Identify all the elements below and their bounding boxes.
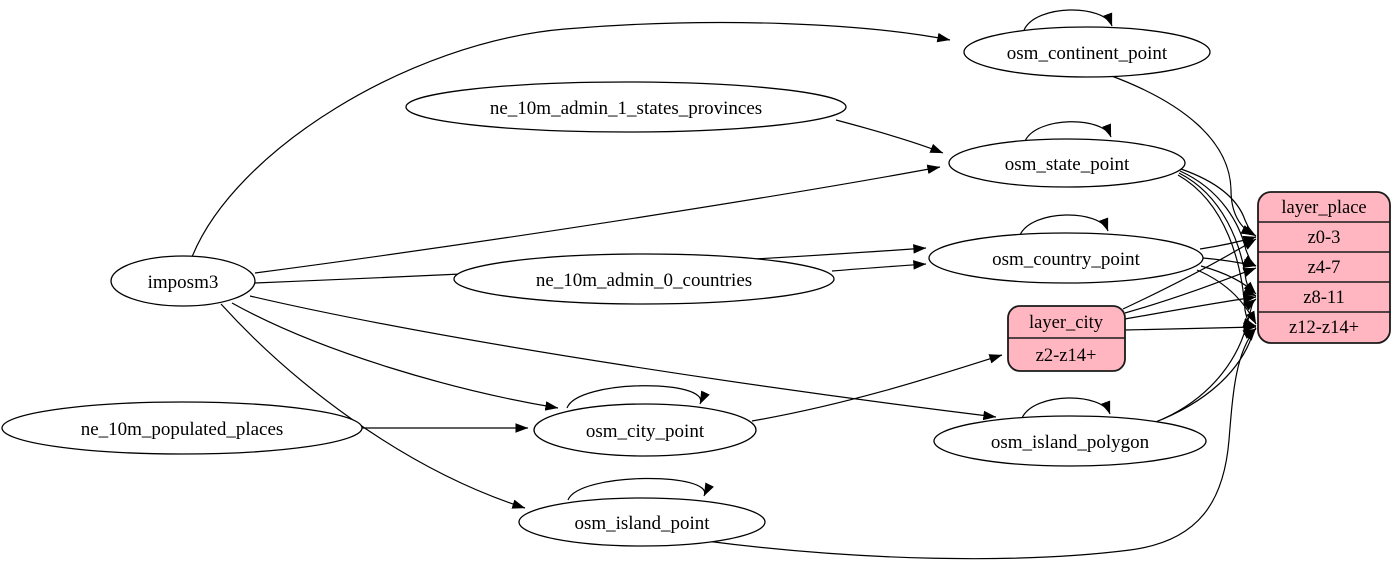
record-layer_place-row-z12-z14: z12-z14+ <box>1289 318 1359 338</box>
edge-imposm3-osm_continent_point <box>191 21 951 258</box>
edge-selfloop-osm_country_point <box>1019 214 1109 236</box>
node-osm_island_polygon-label: osm_island_polygon <box>991 432 1150 453</box>
edge-layer_city-layer_place-z0-3 <box>1122 238 1257 310</box>
node-osm_city_point-label: osm_city_point <box>586 421 705 442</box>
edge-layer_city-layer_place-z12-z14 <box>1124 322 1257 333</box>
edge-osm_island_point-layer_place-z12-z14 <box>705 327 1257 560</box>
record-layer_city: layer_city z2-z14+ <box>1007 305 1126 372</box>
edge-selfloop-osm_island_point <box>567 477 714 501</box>
node-osm_city_point: osm_city_point <box>533 403 757 457</box>
node-ne_10m_populated_places-shape <box>1 401 363 455</box>
node-osm_city_point-shape <box>533 403 757 457</box>
record-layer_place-row-z4-7: z4-7 <box>1308 258 1341 278</box>
record-layer_place-row-z0-3: z0-3 <box>1308 228 1341 248</box>
edge-osm_country_point-layer_place-z0-3 <box>1199 235 1257 250</box>
edge-imposm3-osm_island_polygon <box>249 295 997 421</box>
node-osm_continent_point: osm_continent_point <box>963 26 1211 78</box>
node-imposm3-label: imposm3 <box>148 272 219 293</box>
node-imposm3: imposm3 <box>110 255 256 307</box>
edge-osm_city_point-layer_city-z2 <box>751 354 1003 422</box>
node-osm_country_point-label: osm_country_point <box>992 249 1140 270</box>
node-osm_island_polygon-shape <box>933 415 1207 467</box>
edge-imposm3-osm_state_point <box>254 164 941 274</box>
edge-osm_country_point-layer_place-z8-11 <box>1200 265 1257 295</box>
node-osm_state_point-label: osm_state_point <box>1005 154 1130 175</box>
record-layer_place-box <box>1257 191 1391 344</box>
record-layer_place-row-z8-11: z8-11 <box>1303 288 1344 308</box>
edge-layer_city-layer_place-z8-11 <box>1124 293 1257 320</box>
node-osm_continent_point-shape <box>963 26 1211 78</box>
edge-osm_state_point-layer_place-z8-11 <box>1178 172 1257 297</box>
edge-osm_country_point-layer_place-z12-z14 <box>1196 269 1257 325</box>
node-osm_continent_point-label: osm_continent_point <box>1007 43 1168 64</box>
node-ne_10m_admin_1_states_provinces-label: ne_10m_admin_1_states_provinces <box>490 98 762 119</box>
node-osm_island_point-shape <box>518 497 766 547</box>
node-osm_state_point-shape <box>948 138 1186 188</box>
edge-selfloop-osm_continent_point <box>1023 9 1113 31</box>
edge-imposm3-osm_city_point <box>231 302 559 411</box>
node-ne_10m_admin_0_countries: ne_10m_admin_0_countries <box>453 253 835 305</box>
record-layer_city-row-z2-z14: z2-z14+ <box>1036 346 1097 366</box>
edge-osm_state_point-layer_place-z0-3 <box>1180 168 1257 237</box>
node-ne_10m_admin_0_countries-shape <box>453 253 835 305</box>
node-ne_10m_admin_0_countries-label: ne_10m_admin_0_countries <box>536 270 752 291</box>
node-osm_island_point: osm_island_point <box>518 497 766 547</box>
edge-layer_city-layer_place-z4-7 <box>1124 267 1257 314</box>
edge-osm_island_polygon-layer_place-z8-11 <box>1162 298 1257 420</box>
node-osm_country_point-shape <box>928 232 1204 284</box>
node-osm_country_point: osm_country_point <box>928 232 1204 284</box>
node-ne_10m_populated_places: ne_10m_populated_places <box>1 401 363 455</box>
edge-osm_continent_point-layer_place-z0-3 <box>1108 74 1255 236</box>
record-layer_place-title: layer_place <box>1281 198 1366 218</box>
node-ne_10m_populated_places-label: ne_10m_populated_places <box>81 419 284 440</box>
edge-selfloop-osm_state_point <box>1024 121 1112 142</box>
node-osm_island_polygon: osm_island_polygon <box>933 415 1207 467</box>
node-imposm3-shape <box>110 255 256 307</box>
edge-selfloop-osm_island_polygon <box>1021 397 1111 419</box>
edge-ne_10m_admin_1_states_provinces-osm_state_point <box>835 119 944 154</box>
record-layer_place: layer_place z0-3 z4-7 z8-11 z12-z14+ <box>1257 191 1391 344</box>
edge-ne_10m_admin_0_countries-osm_country_point <box>831 260 927 272</box>
node-ne_10m_admin_1_states_provinces-shape <box>405 81 847 133</box>
edge-osm_country_point-layer_place-z4-7 <box>1202 257 1257 268</box>
node-osm_state_point: osm_state_point <box>948 138 1186 188</box>
edge-selfloop-osm_city_point <box>566 385 710 409</box>
node-osm_island_point-label: osm_island_point <box>574 513 710 534</box>
record-layer_city-title: layer_city <box>1029 313 1104 333</box>
node-ne_10m_admin_1_states_provinces: ne_10m_admin_1_states_provinces <box>405 81 847 133</box>
